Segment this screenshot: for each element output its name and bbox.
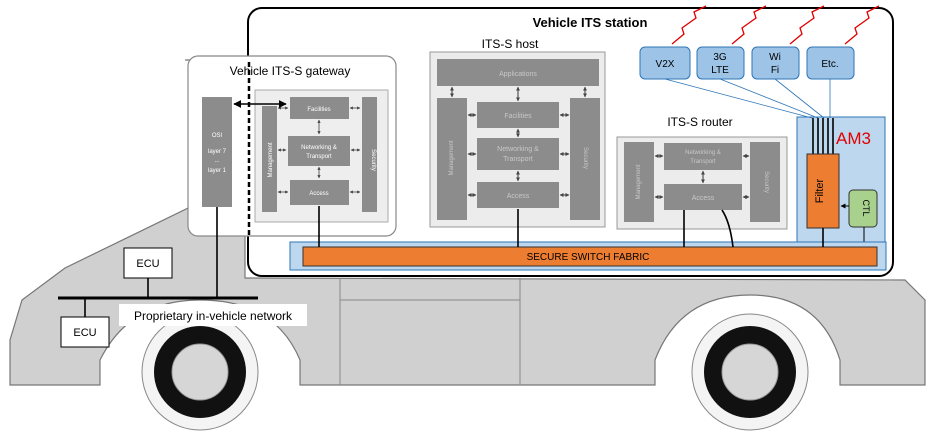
gateway-facilities-block [290, 97, 349, 119]
radio-3g-lte-label-1: 3G [713, 52, 727, 63]
ecu-top [123, 247, 173, 279]
router-security-label: Security [763, 171, 769, 193]
filter-block [806, 153, 840, 229]
gateway-title: Vehicle ITS-S gateway [230, 64, 351, 78]
host-access-block [477, 182, 559, 208]
filter-input-lines [812, 118, 834, 154]
host-facilities-label: Facilities [504, 113, 532, 120]
ecu-top-label: ECU [136, 258, 159, 270]
radio-antennas [671, 5, 880, 45]
radio-etc [806, 46, 855, 80]
host-access-label: Access [507, 193, 530, 200]
host-security-label: Security [582, 147, 588, 169]
router-networking-label-1: Networking & [685, 150, 721, 156]
router-management-label: Management [636, 164, 642, 199]
gateway-access-label: Access [309, 191, 328, 197]
host-applications-block [437, 59, 599, 86]
gateway-networking-block [288, 136, 350, 166]
gateway-networking-label-2: Transport [306, 154, 332, 160]
ecu-bottom [60, 316, 110, 348]
host-networking-label-1: Networking & [497, 146, 539, 153]
ctl-block [848, 189, 878, 228]
router-security-block [750, 142, 780, 222]
router-title: ITS-S router [667, 115, 732, 129]
its-station-title: Vehicle ITS station [533, 15, 648, 30]
router-networking-label-2: Transport [690, 159, 716, 165]
gateway-security-label: Security [370, 149, 376, 171]
ecu-bottom-label: ECU [73, 327, 96, 339]
router-arrows [654, 154, 750, 199]
gateway-osi-1: OSI [212, 133, 223, 139]
router-networking-block [664, 143, 742, 170]
host-arrows [450, 86, 587, 197]
gateway-management-label: Management [268, 142, 274, 177]
gateway-arrows [277, 106, 361, 194]
gateway-osi-4: layer 1 [208, 168, 227, 174]
gateway-osi-3: ... [214, 158, 219, 164]
radio-3g-lte-label-2: LTE [711, 65, 729, 76]
router-access-label: Access [692, 195, 715, 202]
filter-label: Filter [814, 178, 826, 203]
gateway-security-block [362, 97, 377, 212]
ctl-label: CTL [861, 199, 871, 216]
host-networking-block [477, 138, 559, 170]
fabric-connections [318, 206, 824, 248]
rear-wheel [141, 313, 259, 431]
radio-v2x-label: V2X [656, 59, 675, 70]
network-label-box [119, 304, 307, 326]
am3-label: AM3 [836, 129, 871, 148]
gateway-facilities-label: Facilities [307, 107, 330, 113]
radio-links [664, 78, 831, 119]
secure-switch-fabric [302, 246, 878, 267]
radio-wifi-label-2: Fi [771, 65, 779, 76]
gateway-networking-label-1: Networking & [301, 145, 337, 151]
host-applications-label: Applications [499, 71, 537, 78]
radio-etc-label: Etc. [821, 59, 838, 70]
radio-wifi-label-1: Wi [769, 52, 781, 63]
host-title: ITS-S host [482, 37, 539, 51]
host-management-label: Management [449, 140, 455, 175]
host-facilities-block [477, 102, 559, 128]
gateway-access-block [290, 180, 349, 205]
router-management-block [624, 142, 654, 222]
network-label: Proprietary in-vehicle network [134, 309, 293, 323]
host-networking-label-2: Transport [503, 156, 533, 163]
gateway-osi-block [202, 97, 232, 207]
gateway-osi-2: layer 7 [208, 149, 227, 155]
host-management-block [437, 98, 467, 220]
router-access-block [664, 184, 742, 210]
front-wheel [691, 313, 809, 431]
secure-switch-fabric-label: SECURE SWITCH FABRIC [527, 252, 650, 263]
host-security-block [570, 98, 600, 220]
gateway-management-block [262, 106, 277, 212]
